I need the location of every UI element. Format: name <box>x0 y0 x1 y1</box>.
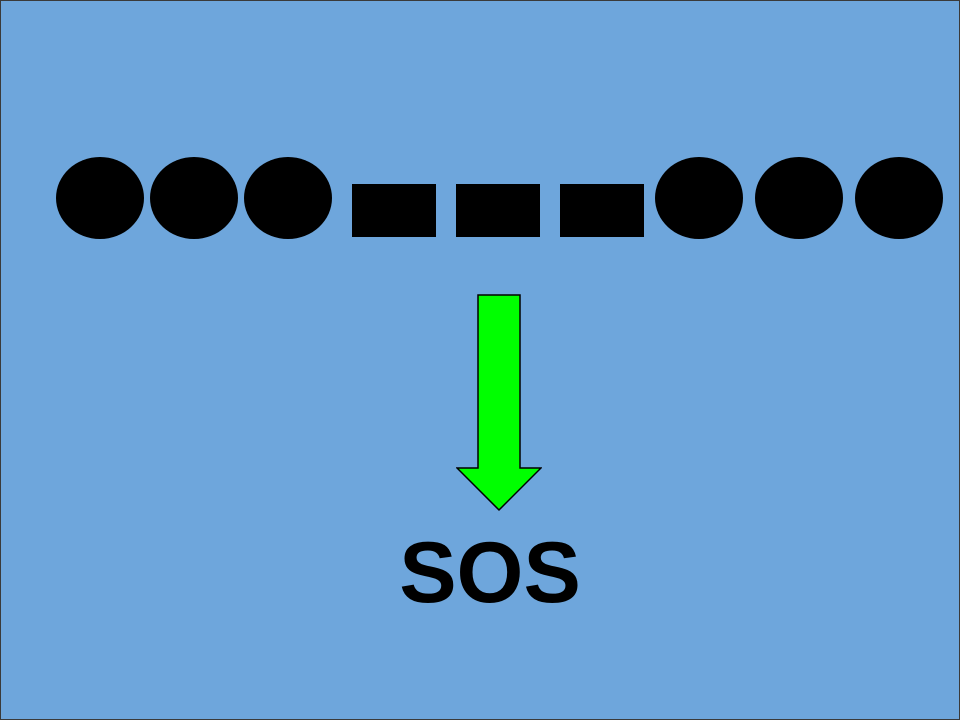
decoded-text: SOS <box>399 525 581 621</box>
down-arrow-icon <box>456 294 542 512</box>
morse-dash-1 <box>352 184 436 237</box>
morse-dot-5 <box>755 157 843 239</box>
morse-dot-4 <box>655 157 743 239</box>
morse-dot-3 <box>244 157 332 239</box>
morse-dot-1 <box>56 157 144 239</box>
morse-dash-2 <box>456 184 540 237</box>
morse-dot-2 <box>150 157 238 239</box>
morse-dash-3 <box>560 184 644 237</box>
morse-dot-6 <box>855 157 943 239</box>
